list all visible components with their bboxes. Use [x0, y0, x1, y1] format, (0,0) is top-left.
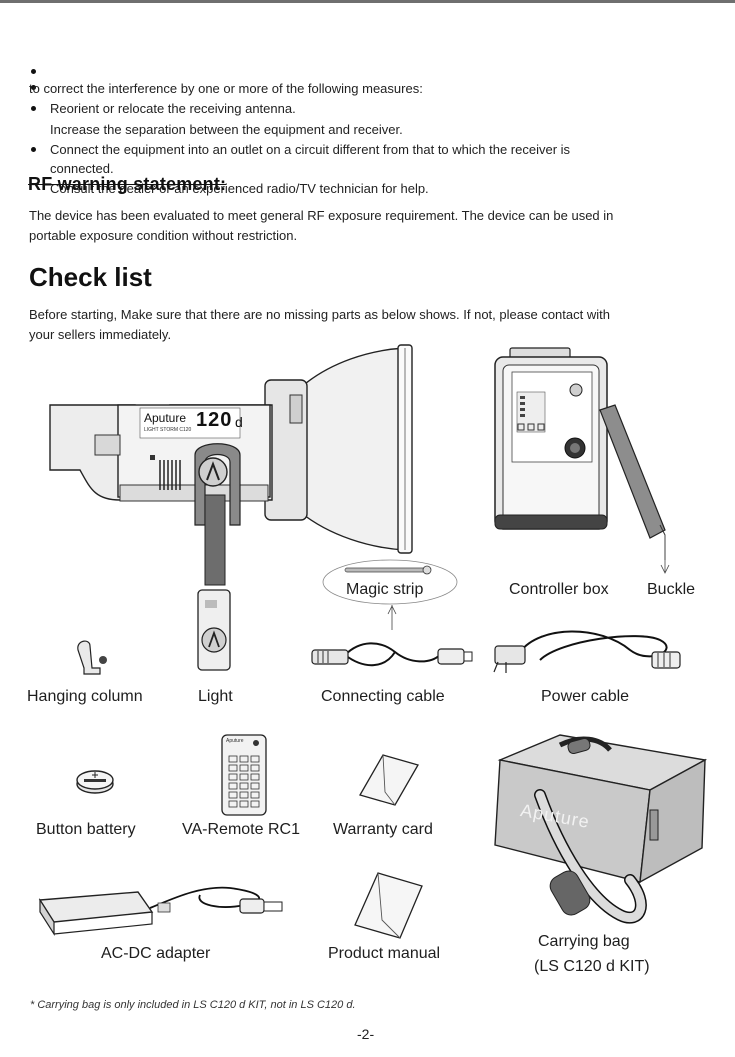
rf-body-line-2: portable exposure condition without rest…: [29, 228, 298, 243]
fcc-item-3-cont: connected.: [50, 161, 114, 176]
label-adapter: AC-DC adapter: [101, 945, 211, 962]
checklist-intro-line-2: your sellers immediately.: [29, 327, 172, 342]
footnote: * Carrying bag is only included in LS C1…: [30, 999, 356, 1011]
fcc-item-4: Consult the dealer or an experienced rad…: [50, 181, 429, 196]
fcc-intro: to correct the interference by one or mo…: [29, 81, 423, 96]
bullet: [31, 69, 36, 74]
label-buckle: Buckle: [647, 581, 696, 598]
fcc-item-3: Connect the equipment into an outlet on …: [50, 142, 571, 157]
label-warranty-card: Warranty card: [333, 821, 433, 838]
label-remote: VA-Remote RC1: [182, 821, 300, 838]
fcc-item-1: Reorient or relocate the receiving anten…: [50, 101, 296, 116]
label-carrying-bag: Carrying bag: [538, 933, 630, 950]
fcc-item-2: Increase the separation between the equi…: [50, 122, 403, 137]
rf-heading: RF warning statement:: [28, 174, 227, 194]
label-light: Light: [198, 688, 233, 705]
label-carrying-bag-kit: (LS C120 d KIT): [534, 958, 650, 975]
remote-brand: Aputure: [226, 738, 244, 744]
label-product-manual: Product manual: [328, 945, 441, 962]
label-controller-box: Controller box: [509, 581, 609, 598]
rf-body-line-1: The device has been evaluated to meet ge…: [29, 208, 614, 223]
label-connecting-cable: Connecting cable: [321, 688, 445, 705]
label-button-battery: Button battery: [36, 821, 136, 838]
bullet: [31, 85, 36, 90]
label-power-cable: Power cable: [541, 688, 630, 705]
top-rule: [0, 0, 735, 3]
light-brand: Aputure: [144, 411, 187, 425]
bullet: [31, 106, 36, 111]
label-hanging-column: Hanging column: [27, 688, 143, 705]
label-magic-strip: Magic strip: [346, 581, 424, 598]
light-model-number: 120: [196, 409, 233, 431]
bullet: [31, 147, 36, 152]
page-number: -2-: [357, 1026, 375, 1042]
light-model-suffix: d: [235, 414, 243, 430]
checklist-title: Check list: [29, 262, 152, 292]
light-series: LIGHT STORM C120: [144, 427, 192, 433]
checklist-intro-line-1: Before starting, Make sure that there ar…: [29, 307, 610, 322]
